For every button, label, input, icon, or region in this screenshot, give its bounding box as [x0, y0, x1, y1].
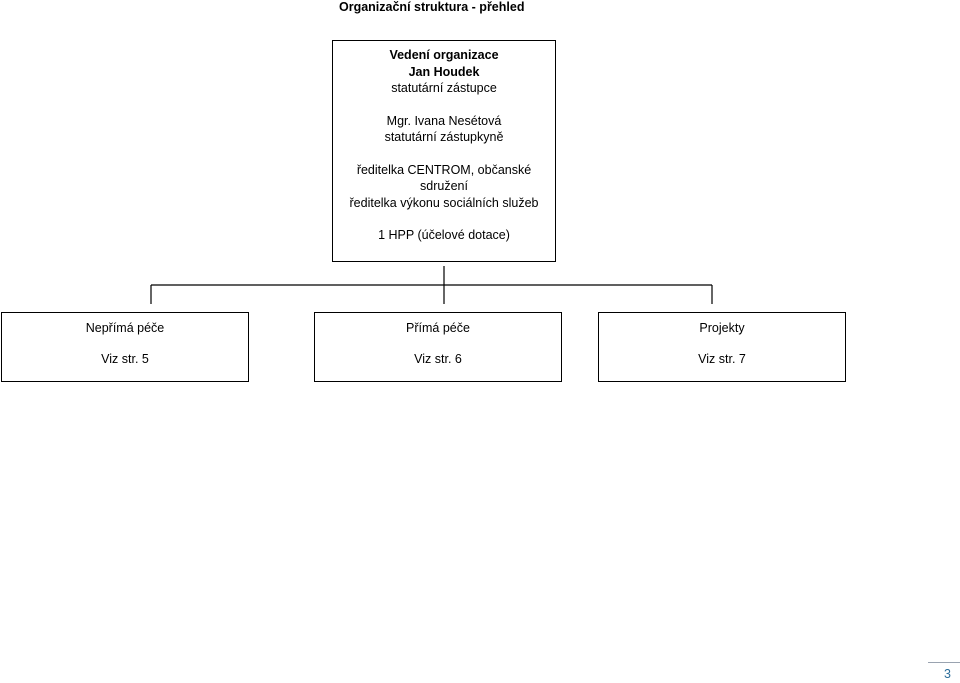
child-page-reference: Viz str. 6	[414, 352, 462, 366]
employment-info: 1 HPP (účelové dotace)	[378, 228, 510, 242]
child-box-direct-care: Přímá péče Viz str. 6	[314, 312, 562, 382]
management-box: Vedení organizace Jan Houdek statutární …	[332, 40, 556, 262]
child-page-reference: Viz str. 5	[101, 352, 149, 366]
deputy-name: Mgr. Ivana Nesétová	[386, 113, 502, 128]
director-name: Jan Houdek	[408, 64, 480, 79]
child-page-reference: Viz str. 7	[698, 352, 746, 366]
deputy-role: statutární zástupkyně	[384, 130, 504, 144]
function-social-services: ředitelka výkonu sociálních služeb	[349, 195, 539, 210]
child-box-projects: Projekty Viz str. 7	[598, 312, 846, 382]
management-heading: Vedení organizace	[389, 48, 499, 62]
page-title: Organizační struktura - přehled	[339, 0, 525, 14]
page-number: 3	[944, 667, 951, 681]
child-title: Nepřímá péče	[85, 321, 165, 335]
function-centrom-cont: sdružení	[420, 179, 468, 193]
child-title: Přímá péče	[406, 321, 470, 335]
footer-rule	[928, 662, 960, 663]
child-title: Projekty	[699, 321, 745, 335]
function-centrom: ředitelka CENTROM, občanské	[356, 162, 532, 177]
director-role: statutární zástupce	[391, 81, 497, 95]
child-box-indirect-care: Nepřímá péče Viz str. 5	[1, 312, 249, 382]
